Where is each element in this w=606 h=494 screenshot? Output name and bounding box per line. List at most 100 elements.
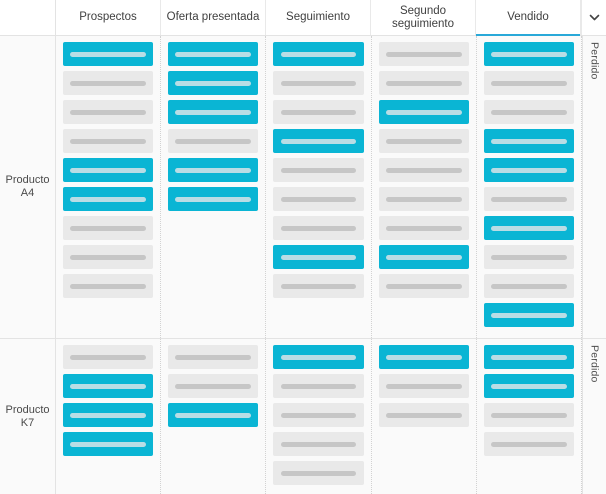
deal-card-bar [175, 167, 252, 173]
deal-card[interactable] [483, 216, 575, 240]
deal-card[interactable] [378, 129, 469, 153]
deal-card[interactable] [483, 71, 575, 95]
deal-card[interactable] [63, 42, 154, 66]
cell-k7-prospectos[interactable] [56, 339, 162, 494]
deal-card[interactable] [273, 345, 364, 369]
deal-card[interactable] [483, 245, 575, 269]
deal-card[interactable] [63, 100, 154, 124]
cell-a4-segundo-seguimiento[interactable] [371, 36, 477, 338]
deal-card-bar [70, 138, 146, 144]
deal-card[interactable] [63, 187, 154, 211]
deal-card[interactable] [273, 274, 364, 298]
deal-card-bar [70, 283, 146, 289]
deal-card-bar [70, 109, 146, 115]
cell-a4-oferta-presentada[interactable] [161, 36, 267, 338]
deal-card[interactable] [378, 216, 469, 240]
deal-card[interactable] [483, 187, 575, 211]
deal-card[interactable] [273, 71, 364, 95]
deal-card[interactable] [273, 245, 364, 269]
side-label-text: Perdido [588, 42, 601, 80]
deal-card[interactable] [168, 403, 259, 427]
deal-card[interactable] [168, 42, 259, 66]
deal-card[interactable] [483, 158, 575, 182]
deal-card[interactable] [378, 403, 469, 427]
deal-card[interactable] [273, 158, 364, 182]
deal-card[interactable] [63, 403, 154, 427]
deal-card[interactable] [273, 42, 364, 66]
chevron-down-icon[interactable] [581, 0, 606, 35]
column-header-label: Vendido [507, 11, 549, 23]
deal-card-bar [385, 283, 462, 289]
deal-card[interactable] [168, 71, 259, 95]
deal-card[interactable] [63, 158, 154, 182]
deal-card[interactable] [273, 374, 364, 398]
deal-card[interactable] [483, 42, 575, 66]
deal-card[interactable] [378, 42, 469, 66]
cell-k7-segundo-seguimiento[interactable] [371, 339, 477, 494]
deal-card[interactable] [483, 403, 575, 427]
deal-card[interactable] [273, 432, 364, 456]
column-header-label: Oferta presentada [166, 11, 260, 23]
deal-card-bar [491, 383, 567, 389]
deal-card[interactable] [378, 345, 469, 369]
deal-card[interactable] [63, 71, 154, 95]
deal-card[interactable] [63, 216, 154, 240]
deal-card[interactable] [63, 432, 154, 456]
column-header-oferta-presentada[interactable]: Oferta presentada [161, 0, 266, 35]
deal-card[interactable] [378, 100, 469, 124]
cell-k7-vendido[interactable] [476, 339, 583, 494]
deal-card[interactable] [168, 158, 259, 182]
deal-card[interactable] [483, 345, 575, 369]
deal-card[interactable] [63, 345, 154, 369]
deal-card-bar [280, 283, 357, 289]
deal-card-bar [175, 412, 252, 418]
deal-card[interactable] [273, 461, 364, 485]
deal-card[interactable] [483, 303, 575, 327]
deal-card[interactable] [273, 216, 364, 240]
deal-card[interactable] [273, 403, 364, 427]
deal-card-bar [175, 51, 252, 57]
deal-card[interactable] [63, 274, 154, 298]
deal-card[interactable] [63, 129, 154, 153]
cell-a4-prospectos[interactable] [56, 36, 162, 338]
deal-card-bar [280, 254, 357, 260]
deal-card[interactable] [378, 71, 469, 95]
deal-card[interactable] [378, 245, 469, 269]
column-header-seguimiento[interactable]: Seguimiento [266, 0, 371, 35]
deal-card-bar [385, 109, 462, 115]
deal-card-bar [385, 196, 462, 202]
deal-card[interactable] [378, 158, 469, 182]
deal-card[interactable] [483, 274, 575, 298]
deal-card[interactable] [378, 374, 469, 398]
deal-card[interactable] [483, 129, 575, 153]
deal-card[interactable] [273, 100, 364, 124]
deal-card[interactable] [378, 187, 469, 211]
deal-card[interactable] [483, 432, 575, 456]
deal-card[interactable] [168, 129, 259, 153]
column-header-segundo-seguimiento[interactable]: Segundo seguimiento [371, 0, 476, 35]
deal-card[interactable] [483, 374, 575, 398]
deal-card[interactable] [273, 129, 364, 153]
deal-card[interactable] [63, 374, 154, 398]
deal-card-bar [385, 254, 462, 260]
cell-k7-seguimiento[interactable] [266, 339, 372, 494]
deal-card-bar [175, 354, 252, 360]
deal-card[interactable] [483, 100, 575, 124]
deal-card[interactable] [168, 374, 259, 398]
deal-card[interactable] [63, 245, 154, 269]
deal-card[interactable] [378, 274, 469, 298]
cell-a4-vendido[interactable] [476, 36, 583, 338]
column-header-prospectos[interactable]: Prospectos [56, 0, 161, 35]
deal-card-bar [175, 196, 252, 202]
deal-card[interactable] [273, 187, 364, 211]
deal-card-bar [70, 51, 146, 57]
column-header-vendido[interactable]: Vendido [476, 0, 581, 36]
cell-k7-oferta-presentada[interactable] [161, 339, 267, 494]
deal-card[interactable] [168, 187, 259, 211]
deal-card-bar [385, 51, 462, 57]
deal-card-bar [491, 80, 567, 86]
cell-a4-seguimiento[interactable] [266, 36, 372, 338]
deal-card[interactable] [168, 345, 259, 369]
deal-card[interactable] [168, 100, 259, 124]
